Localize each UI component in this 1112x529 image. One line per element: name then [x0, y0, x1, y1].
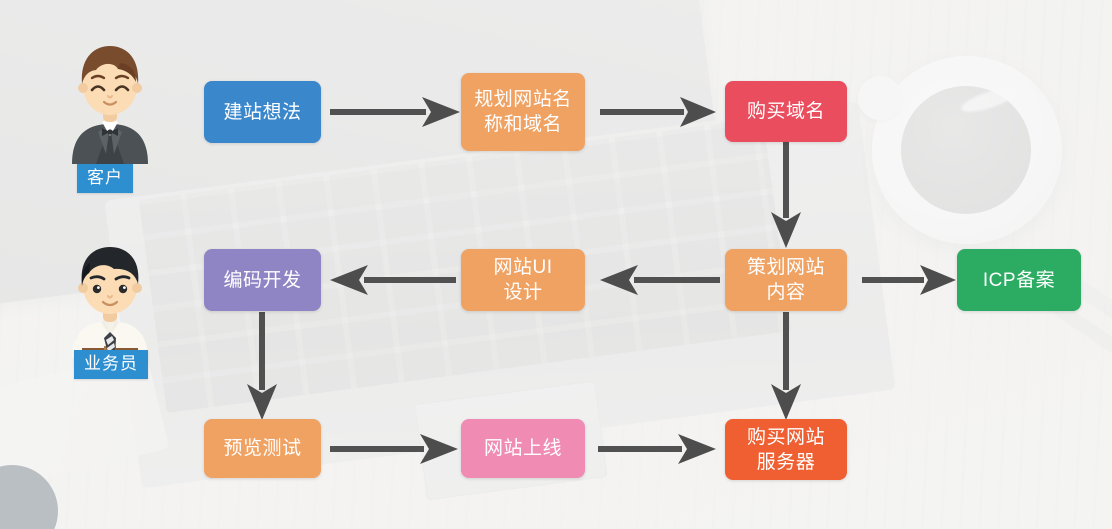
salesperson-illustration: [72, 247, 148, 358]
arrow-buy-domain-to-plan-content: [770, 142, 802, 248]
avatar-customer: [62, 36, 158, 164]
arrow-preview-to-launch: [330, 433, 458, 465]
node-coding[interactable]: 编码开发: [204, 249, 321, 311]
arrow-launch-to-buy-server: [598, 433, 716, 465]
badge-salesperson: 业务员: [74, 350, 148, 379]
node-ui-design[interactable]: 网站UI 设计: [461, 249, 585, 311]
node-launch[interactable]: 网站上线: [461, 419, 585, 478]
arrow-plan-content-to-icp: [862, 264, 956, 296]
node-preview[interactable]: 预览测试: [204, 419, 321, 478]
arrow-plan-name-to-buy-domain: [600, 96, 716, 128]
node-plan-content[interactable]: 策划网站 内容: [725, 249, 847, 311]
arrow-idea-to-plan-name: [330, 96, 460, 128]
arrow-plan-content-to-ui-design: [600, 264, 720, 296]
node-plan-name[interactable]: 规划网站名 称和域名: [461, 73, 585, 151]
badge-customer: 客户: [77, 164, 133, 193]
arrow-plan-content-to-buy-server: [770, 312, 802, 420]
arrow-coding-to-preview: [246, 312, 278, 420]
node-buy-server[interactable]: 购买网站 服务器: [725, 419, 847, 480]
customer-illustration: [72, 46, 148, 164]
node-buy-domain[interactable]: 购买域名: [725, 81, 847, 142]
arrow-ui-design-to-coding: [330, 264, 456, 296]
avatar-salesperson: [62, 240, 158, 358]
node-idea[interactable]: 建站想法: [204, 81, 321, 143]
node-icp[interactable]: ICP备案: [957, 249, 1081, 311]
